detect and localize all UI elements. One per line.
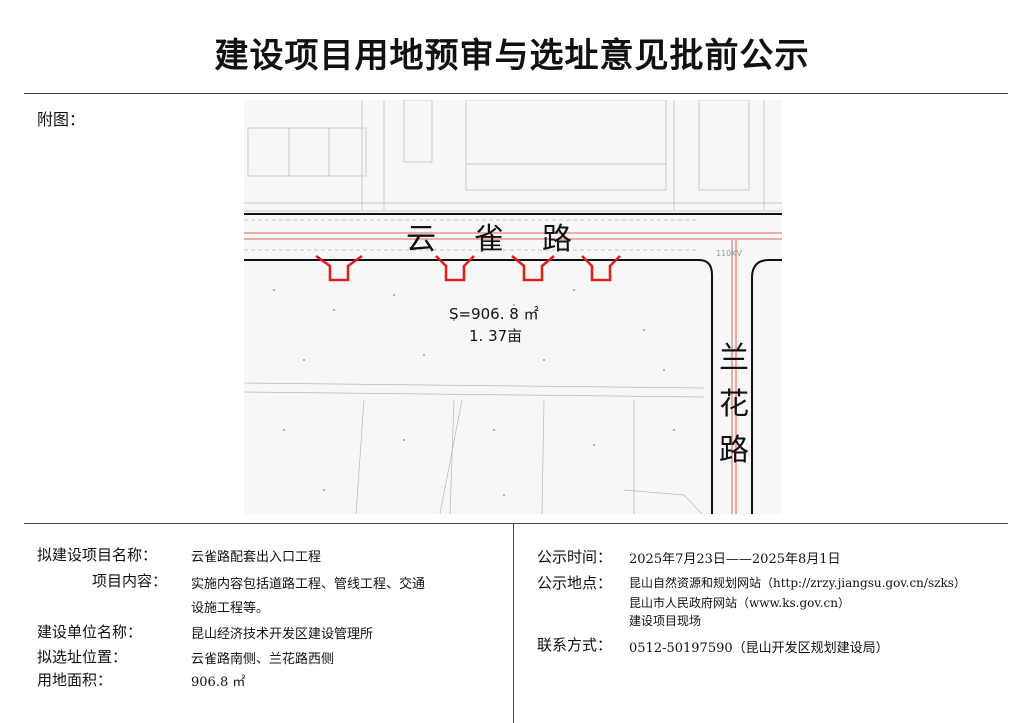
unit-label: 建设单位名称： xyxy=(37,623,143,641)
notice-time-label: 公示时间： xyxy=(537,548,613,566)
notice-place-line3: 建设项目现场 xyxy=(629,614,702,628)
voltage-label: 110KV xyxy=(716,249,742,258)
info-divider xyxy=(24,523,1008,524)
content-value-line2: 设施工程等。 xyxy=(191,601,270,616)
site-map xyxy=(244,100,782,514)
unit-value: 昆山经济技术开发区建设管理所 xyxy=(191,627,374,642)
map-linework xyxy=(244,100,782,514)
road-label-east-char: 路 xyxy=(719,433,749,468)
notice-time-value: 2025年7月23日——2025年8月1日 xyxy=(629,552,841,567)
road-label-east-char: 花 xyxy=(719,387,749,422)
content-label: 项目内容： xyxy=(92,572,168,590)
notice-place-label: 公示地点： xyxy=(537,574,613,592)
page-title: 建设项目用地预审与选址意见批前公示 xyxy=(214,36,810,76)
road-label-east: 兰 花 路 xyxy=(717,336,751,474)
title-divider xyxy=(24,93,1008,94)
survey-points xyxy=(273,289,675,496)
contact-value: 0512-50197590（昆山开发区规划建设局） xyxy=(629,641,889,656)
road-label-north: 云 雀 路 xyxy=(406,222,576,257)
planning-lines xyxy=(244,232,782,514)
project-name-label: 拟建设项目名称： xyxy=(37,546,158,564)
notice-place-line1: 昆山自然资源和规划网站（http://zrzy.jiangsu.gov.cn/s… xyxy=(629,576,966,590)
contact-label: 联系方式： xyxy=(537,636,613,654)
road-label-east-char: 兰 xyxy=(719,341,749,376)
attachment-label: 附图： xyxy=(37,110,86,129)
site-outline xyxy=(315,254,621,282)
notice-place-line2: 昆山市人民政府网站（www.ks.gov.cn） xyxy=(629,596,850,610)
area-label: 用地面积： xyxy=(37,671,113,689)
road-edges xyxy=(244,213,782,514)
site-area-sqm: S=906. 8 ㎡ xyxy=(449,305,539,323)
project-name-value: 云雀路配套出入口工程 xyxy=(191,550,322,565)
site-area-mu: 1. 37亩 xyxy=(469,327,523,345)
location-label: 拟选址位置： xyxy=(37,648,128,666)
content-value-line1: 实施内容包括道路工程、管线工程、交通 xyxy=(191,577,426,592)
location-value: 云雀路南侧、兰花路西侧 xyxy=(191,652,335,667)
info-column-divider xyxy=(513,523,514,723)
area-value: 906.8 ㎡ xyxy=(191,675,246,690)
